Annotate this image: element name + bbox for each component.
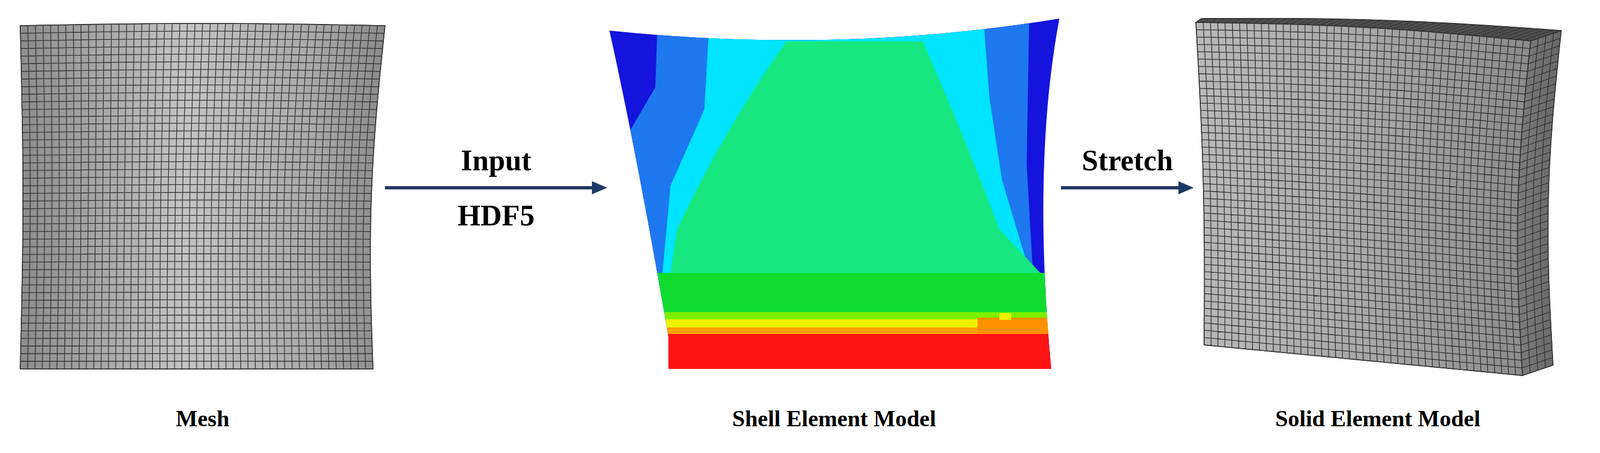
contour-band xyxy=(670,41,1041,274)
contour-band xyxy=(999,313,1012,320)
front-face xyxy=(1195,22,1531,376)
surface-outline xyxy=(20,23,385,370)
mesh-lines xyxy=(1195,22,1531,376)
arrow-shaft xyxy=(1061,186,1180,190)
mesh-lines xyxy=(20,23,385,370)
figure-panel: Shell Element Model xyxy=(607,16,1062,436)
figure-caption: Mesh xyxy=(175,405,230,432)
contour-band xyxy=(977,317,1060,335)
figure-caption: Shell Element Model xyxy=(732,405,936,432)
contour-band xyxy=(600,312,1071,320)
contour-band xyxy=(600,334,1071,373)
arrow-shaft xyxy=(384,186,594,190)
solid-figure xyxy=(1195,18,1562,376)
shell-contour-figure xyxy=(600,10,1087,383)
flow-arrow xyxy=(1061,181,1194,195)
contour-band xyxy=(600,273,1071,313)
arrow-label: Input xyxy=(460,144,532,177)
label-holder: Input xyxy=(460,144,532,177)
figure-panel: Mesh xyxy=(20,20,385,436)
arrow-label: HDF5 xyxy=(457,199,535,233)
label-holder: Stretch xyxy=(1081,144,1173,177)
mesh-surface xyxy=(20,23,385,370)
mesh-figure xyxy=(20,23,385,370)
surface-outline xyxy=(1195,22,1531,376)
figure-caption: Solid Element Model xyxy=(1275,405,1481,432)
arrow-label: Stretch xyxy=(1081,144,1173,177)
arrow-head xyxy=(1178,181,1194,195)
arrow-head xyxy=(591,181,608,195)
label-holder: HDF5 xyxy=(457,199,535,233)
flow-arrow xyxy=(384,181,608,195)
figure-panel: Solid Element Model xyxy=(1193,16,1562,436)
